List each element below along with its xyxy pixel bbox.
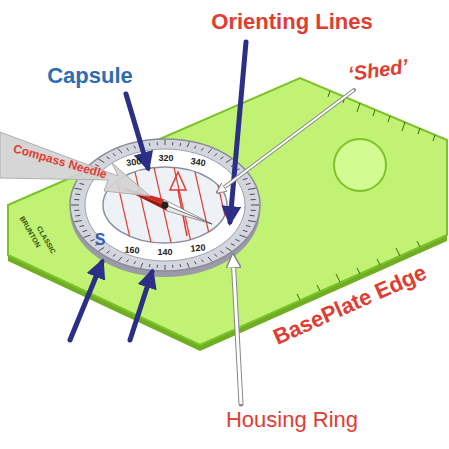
dial-number: 140 (157, 248, 172, 258)
degree-tick (246, 226, 251, 227)
degree-tick (226, 247, 232, 251)
part-label: Housing Ring (226, 408, 358, 432)
degree-tick (248, 221, 256, 222)
leader-lines (218, 90, 354, 404)
orienting-lines (110, 150, 235, 260)
degree-tick (74, 188, 82, 189)
dial-number: 320 (158, 154, 173, 164)
degree-tick (79, 183, 84, 184)
degree-tick (231, 244, 235, 246)
degree-tick (214, 254, 217, 256)
cardinal-letter: S (95, 231, 106, 249)
degree-tick (83, 230, 88, 231)
degree-tick (71, 205, 79, 206)
part-label: Capsule (47, 64, 133, 88)
part-label: Orienting Lines (211, 10, 372, 34)
degree-tick (250, 215, 255, 217)
magnifier (334, 139, 386, 191)
part-label: Compass Needle (12, 142, 109, 181)
compass-needle (163, 199, 212, 224)
degree-tick (187, 142, 189, 147)
degree-tick (187, 263, 189, 268)
degree-tick (84, 235, 91, 238)
degree-tick (149, 264, 151, 267)
degree-tick (165, 140, 166, 145)
degree-tick (214, 153, 217, 155)
dial-number: 160 (124, 245, 140, 256)
baseplate (8, 78, 447, 345)
compass-needle (165, 205, 212, 224)
degree-tick (201, 148, 203, 151)
degree-tick (239, 235, 246, 238)
degree-tick (165, 265, 166, 270)
degree-tick (118, 149, 122, 153)
degree-tick (79, 226, 84, 227)
degree-tick (179, 264, 181, 267)
degree-tick (149, 143, 151, 146)
degree-tick (157, 265, 158, 268)
degree-tick (220, 157, 223, 159)
degree-tick (113, 254, 116, 256)
dial (85, 149, 245, 261)
degree-tick (118, 257, 122, 261)
degree-tick (251, 199, 256, 200)
degree-tick (226, 159, 232, 163)
degree-tick (243, 178, 248, 179)
degree-tick (107, 251, 110, 253)
degree-tick (201, 259, 203, 262)
degree-tick (127, 259, 129, 262)
degree-tick (246, 183, 251, 184)
degree-tick (134, 146, 136, 149)
degree-tick (208, 149, 212, 153)
degree-tick (172, 142, 173, 145)
degree-tick (208, 257, 212, 261)
degree-tick (90, 239, 94, 241)
part-label: ‘Shed’ (347, 55, 409, 85)
degree-tick (157, 142, 158, 145)
degree-tick (179, 143, 181, 146)
degree-tick (235, 239, 239, 241)
degree-tick (75, 215, 80, 217)
degree-tick (74, 210, 79, 211)
degree-tick (194, 146, 196, 149)
degree-tick (251, 205, 259, 206)
dial-number: 120 (190, 243, 206, 254)
degree-tick (141, 263, 143, 268)
degree-tick (194, 261, 196, 264)
degree-tick (172, 265, 173, 268)
degree-tick (251, 210, 256, 211)
needle-pivot (162, 202, 169, 209)
degree-tick (134, 261, 136, 264)
part-label: BasePlate Edge (270, 260, 431, 349)
orienting-arrow (170, 172, 186, 190)
pointer-arrow (0, 132, 150, 196)
degree-tick (127, 148, 129, 151)
degree-tick (99, 159, 105, 163)
degree-tick (220, 251, 223, 253)
dial-number: 300 (126, 157, 142, 169)
degree-tick (74, 199, 79, 200)
degree-tick (243, 230, 248, 231)
degree-tick (75, 194, 80, 196)
degree-tick (107, 157, 110, 159)
degree-tick (113, 153, 116, 155)
degree-tick (74, 221, 82, 222)
degree-tick (250, 194, 255, 196)
degree-tick (248, 188, 256, 189)
dial-number: 340 (190, 157, 206, 169)
